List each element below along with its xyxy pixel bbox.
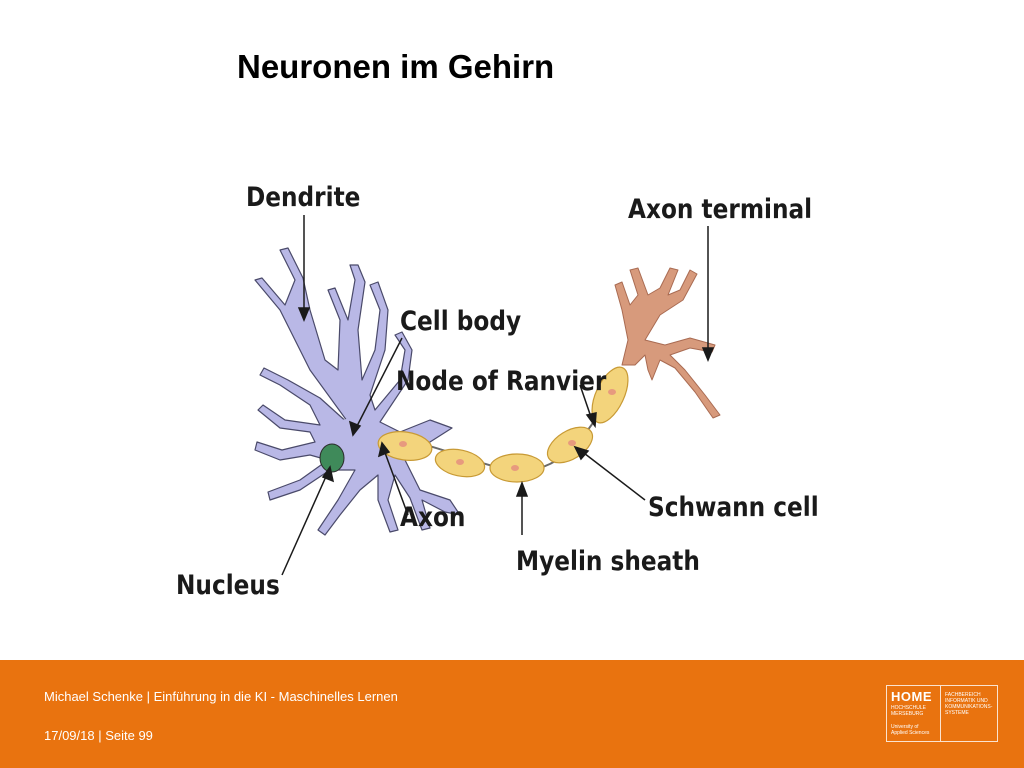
- label-nucleus: Nucleus: [176, 570, 280, 601]
- label-node-of-ranvier: Node of Ranvier: [396, 366, 607, 397]
- logo-right-line-2: INFORMATIK UND: [945, 698, 988, 704]
- logo-divider: [940, 686, 941, 741]
- logo-brand-text: HOME: [891, 689, 932, 704]
- logo-left-line-4: Applied Sciences: [891, 730, 930, 736]
- label-axon: Axon: [400, 502, 466, 533]
- label-schwann-cell: Schwann cell: [648, 492, 819, 523]
- footer-date-line: 17/09/18 | Seite 99: [44, 728, 153, 743]
- neuron-diagram: Dendrite Axon terminal Cell body Node of…: [160, 170, 840, 620]
- footer-author-line: Michael Schenke | Einführung in die KI -…: [44, 689, 398, 704]
- logo-right-line-3: KOMMUNIKATIONS-: [945, 704, 993, 710]
- logo-left-line-3: University of: [891, 724, 919, 730]
- logo-right-line-4: SYSTEME: [945, 710, 969, 716]
- university-logo: HOME HOCHSCHULE MERSEBURG University of …: [886, 685, 998, 742]
- label-cell-body: Cell body: [400, 306, 522, 337]
- logo-right-line-1: FACHBEREICH: [945, 692, 981, 698]
- label-myelin-sheath: Myelin sheath: [516, 546, 700, 577]
- footer-bar: [0, 660, 1024, 768]
- nucleus-shape: [319, 443, 345, 473]
- axon-terminal-branches: [614, 267, 721, 419]
- dendrite-branches: [254, 247, 461, 536]
- neuron-illustration: [254, 215, 721, 576]
- logo-left-line-2: MERSEBURG: [891, 711, 924, 717]
- slide-title: Neuronen im Gehirn: [237, 48, 555, 85]
- logo-left-line-1: HOCHSCHULE: [891, 705, 927, 711]
- label-arrows: [281, 215, 715, 576]
- label-dendrite: Dendrite: [246, 182, 361, 213]
- schwann-nuclei: [399, 389, 616, 471]
- label-axon-terminal: Axon terminal: [628, 194, 813, 225]
